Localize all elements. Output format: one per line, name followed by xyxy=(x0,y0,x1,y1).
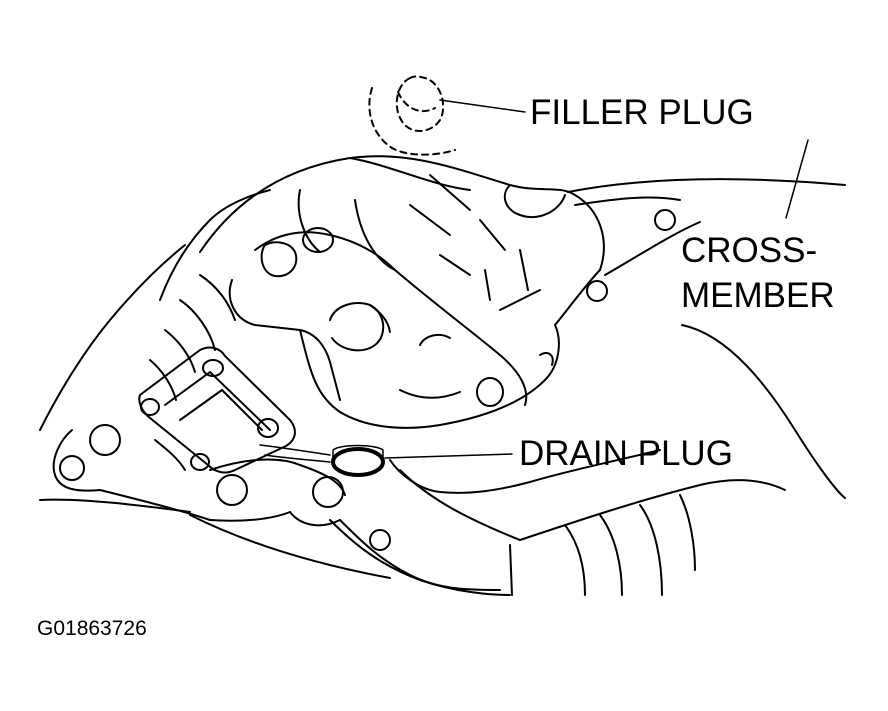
crossmember-outline xyxy=(567,178,846,499)
filler-plug-label: FILLER PLUG xyxy=(530,93,754,132)
drain-plug-drawing xyxy=(259,444,385,477)
transmission-housing xyxy=(159,155,605,429)
figure-id: G01863726 xyxy=(37,617,147,640)
oil-pan-outline xyxy=(329,449,786,596)
bracket-assembly xyxy=(138,346,296,474)
extension-housing xyxy=(39,244,236,521)
leader-lines xyxy=(384,99,809,459)
drain-plug-label: DRAIN PLUG xyxy=(519,434,733,473)
filler-plug-drawing xyxy=(368,75,456,156)
lower-flange xyxy=(189,458,501,591)
crossmember-label-line2: MEMBER xyxy=(681,276,835,315)
crossmember-label-line1: CROSS- xyxy=(681,231,818,270)
